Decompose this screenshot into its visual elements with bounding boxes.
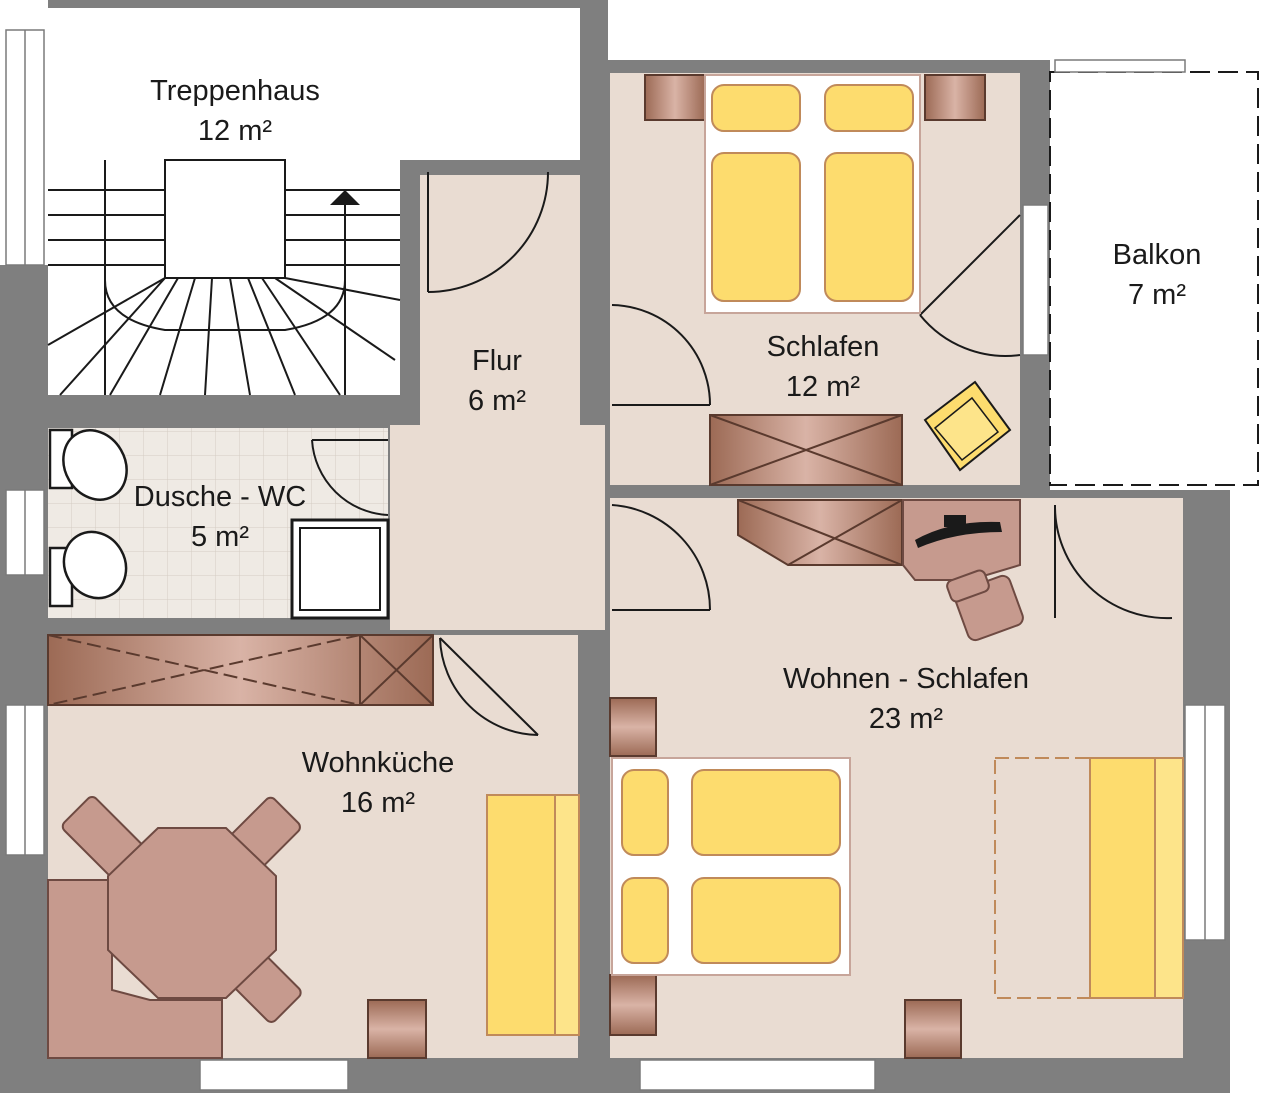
dining-table-icon xyxy=(107,827,277,999)
side-table-kueche xyxy=(367,999,427,1059)
cabinet xyxy=(737,499,903,566)
room-area: 6 m² xyxy=(468,385,526,417)
room-area: 12 m² xyxy=(786,371,860,403)
room-flur: Flur 6 m² xyxy=(468,345,526,417)
toilet-icon xyxy=(48,428,128,501)
room-area: 5 m² xyxy=(191,521,249,553)
nightstand-bottom xyxy=(609,974,657,1036)
schlafen-furniture xyxy=(644,74,1012,486)
bathroom-fixtures xyxy=(48,428,390,620)
room-name: Dusche - WC xyxy=(134,481,306,513)
room-name: Flur xyxy=(472,345,522,377)
room-dusche-wc: Dusche - WC 5 m² xyxy=(134,481,306,553)
room-name: Treppenhaus xyxy=(150,75,320,107)
side-table xyxy=(904,999,962,1059)
double-bed xyxy=(704,74,921,314)
wohnen-furniture xyxy=(609,499,1184,1059)
staircase xyxy=(47,159,401,396)
wardrobe xyxy=(709,414,903,486)
room-name: Wohnen - Schlafen xyxy=(783,663,1029,695)
double-bed-rotated xyxy=(611,757,851,976)
nightstand-top xyxy=(609,697,657,757)
room-name: Balkon xyxy=(1113,239,1202,271)
kitchen-counter xyxy=(47,634,434,706)
sofa-icon xyxy=(486,794,580,1036)
room-area: 7 m² xyxy=(1128,279,1186,311)
sofa-bed-icon xyxy=(994,757,1184,999)
room-schlafen: Schlafen 12 m² xyxy=(767,331,880,403)
doors xyxy=(311,171,1173,736)
room-name: Wohnküche xyxy=(302,747,455,779)
armchair-icon xyxy=(923,380,1012,472)
sink-icon xyxy=(48,530,128,608)
desk-chair-icon xyxy=(946,569,1024,642)
nightstand-left xyxy=(644,74,706,121)
room-area: 23 m² xyxy=(869,703,943,735)
windows xyxy=(5,29,1226,1091)
floors xyxy=(48,8,1259,1058)
nightstand-right xyxy=(924,74,986,121)
desk-icon xyxy=(902,499,1021,581)
room-area: 12 m² xyxy=(198,115,272,147)
room-name: Schlafen xyxy=(767,331,880,363)
room-treppenhaus: Treppenhaus 12 m² xyxy=(150,75,320,147)
room-area: 16 m² xyxy=(341,787,415,819)
room-wohnkueche: Wohnküche 16 m² xyxy=(302,747,455,819)
kueche-furniture xyxy=(47,634,580,1059)
room-wohnen-schlafen: Wohnen - Schlafen 23 m² xyxy=(783,663,1029,735)
shower-tray-icon xyxy=(290,518,390,620)
room-balkon: Balkon 7 m² xyxy=(1113,239,1202,311)
